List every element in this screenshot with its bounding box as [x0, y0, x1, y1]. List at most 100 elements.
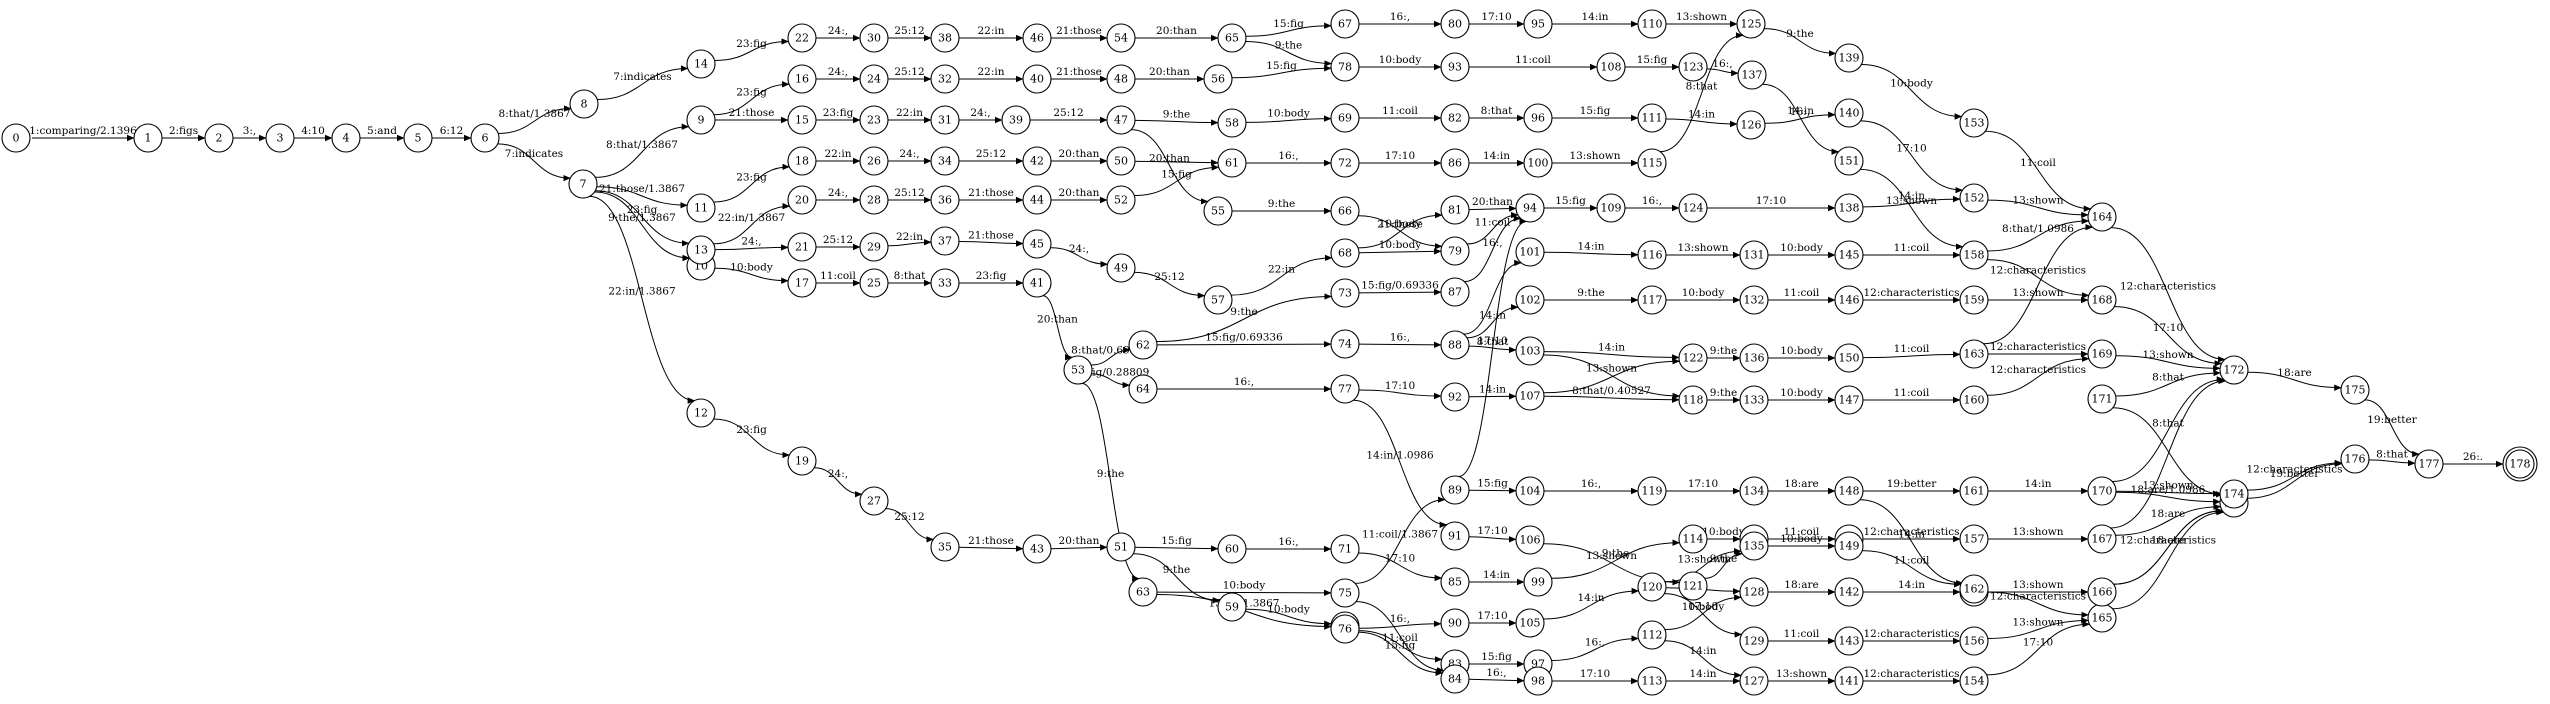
state-node: 133 [1739, 385, 1769, 415]
arc-label: 16:, [1790, 106, 1810, 118]
state-label: 28 [867, 194, 881, 207]
state-node: 164 [2087, 202, 2117, 232]
state-circle [1440, 330, 1470, 360]
arc-35-to-43 [958, 545, 1024, 552]
state-circle [1596, 193, 1626, 223]
state-label: 81 [1448, 204, 1462, 217]
state-circle [1128, 374, 1158, 404]
state-label: 122 [1683, 352, 1704, 365]
state-label: 137 [1742, 69, 1763, 82]
state-node: 92 [1440, 382, 1470, 412]
state-label: 174 [2224, 488, 2245, 501]
arc-label: 12:characteristics [1990, 341, 2086, 353]
state-circle [133, 123, 163, 153]
state-label: 1 [145, 132, 152, 145]
state-circle [930, 105, 960, 135]
arc-label: 18:are [1784, 478, 1818, 490]
state-label: 77 [1338, 383, 1352, 396]
state-circle [1217, 108, 1247, 138]
state-circle [2340, 375, 2370, 405]
state-circle [2087, 285, 2117, 315]
state-node: 88 [1440, 330, 1470, 360]
arc-112-to-128 [1664, 594, 1742, 631]
state-node: 82 [1440, 103, 1470, 133]
arc-138-to-152 [1862, 195, 1961, 208]
state-label: 117 [1642, 294, 1663, 307]
state-node: 128 [1739, 577, 1769, 607]
state-circle [1330, 374, 1360, 404]
arc-7-to-11 [596, 186, 688, 209]
state-circle [859, 23, 889, 53]
state-label: 104 [1520, 485, 1541, 498]
state-node: 145 [1834, 240, 1864, 270]
state-circle [2087, 384, 2117, 414]
state-node: 125 [1736, 9, 1766, 39]
arc-label: 9:the [1163, 109, 1190, 121]
arc-label: 10:body [1780, 345, 1823, 357]
arc-label: 14:in [1688, 109, 1715, 121]
arc-label: 21:those [968, 187, 1014, 199]
state-label: 45 [1030, 238, 1044, 251]
arc-76-to-90 [1358, 620, 1442, 629]
arc-label: 12:characteristics [1990, 265, 2086, 277]
state-circle [1959, 108, 1989, 138]
state-label: 37 [938, 235, 952, 248]
state-label: 112 [1642, 629, 1663, 642]
arc-label: 24:, [899, 148, 919, 160]
state-circle [1959, 339, 1989, 369]
arc-170-to-172 [2112, 376, 2225, 482]
state-label: 60 [1225, 543, 1239, 556]
arc-165-to-173 [2112, 509, 2224, 610]
state-circle [1022, 268, 1052, 298]
state-label: 58 [1225, 117, 1239, 130]
arc-12-to-19 [713, 418, 790, 459]
arc-label: 12:characteristics [2246, 464, 2342, 476]
state-node: 127 [1739, 666, 1769, 696]
state-node: 100 [1523, 148, 1553, 178]
arc-139-to-153 [1861, 64, 1963, 120]
state-circle [1678, 52, 1708, 82]
arc-label: 16:, [1390, 11, 1410, 23]
state-circle [1736, 9, 1766, 39]
arc-75-to-84 [1355, 601, 1445, 674]
state-circle [1834, 285, 1864, 315]
state-label: 43 [1030, 543, 1044, 556]
state-circle [1959, 574, 1989, 604]
arc-81-to-94 [1468, 205, 1517, 212]
state-node: 24 [859, 64, 889, 94]
state-circle [1330, 329, 1360, 359]
arc-label: 14:in/1.0986 [1366, 450, 1434, 462]
state-label: 175 [2345, 384, 2366, 397]
state-circle [1106, 23, 1136, 53]
arc-151-to-158 [1860, 168, 1964, 250]
state-circle [1637, 103, 1667, 133]
arc-label: 16:, [1390, 332, 1410, 344]
state-circle [686, 49, 716, 79]
state-node: 27 [859, 486, 889, 516]
arc-99-to-114 [1551, 539, 1680, 579]
arc-77-to-91 [1353, 399, 1448, 528]
arc-label: 11:coil [1894, 387, 1930, 399]
state-node: 18 [787, 146, 817, 176]
arc-label: 10:body [1890, 78, 1933, 90]
state-node: 172 [2219, 355, 2249, 385]
state-node: 51 [1106, 532, 1136, 562]
arc-label: 10:body [1682, 601, 1725, 613]
state-node: 1 [133, 123, 163, 153]
arc-label: 12:characteristics [1990, 364, 2086, 376]
state-node: 28 [859, 185, 889, 215]
state-node: 56 [1203, 64, 1233, 94]
arc-label: 10:body [1223, 580, 1266, 592]
state-node: 74 [1330, 329, 1360, 359]
state-label: 142 [1839, 586, 1860, 599]
state-node: 39 [1001, 105, 1031, 135]
state-label: 151 [1839, 155, 1860, 168]
state-circle [686, 398, 716, 428]
state-node: 47 [1106, 105, 1136, 135]
state-circle [204, 123, 234, 153]
arc-59-to-70 [1245, 608, 1332, 627]
arc-105-to-120 [1543, 587, 1640, 620]
state-node: 52 [1106, 185, 1136, 215]
arc-7-to-9 [595, 123, 690, 178]
state-circle [1440, 475, 1470, 505]
